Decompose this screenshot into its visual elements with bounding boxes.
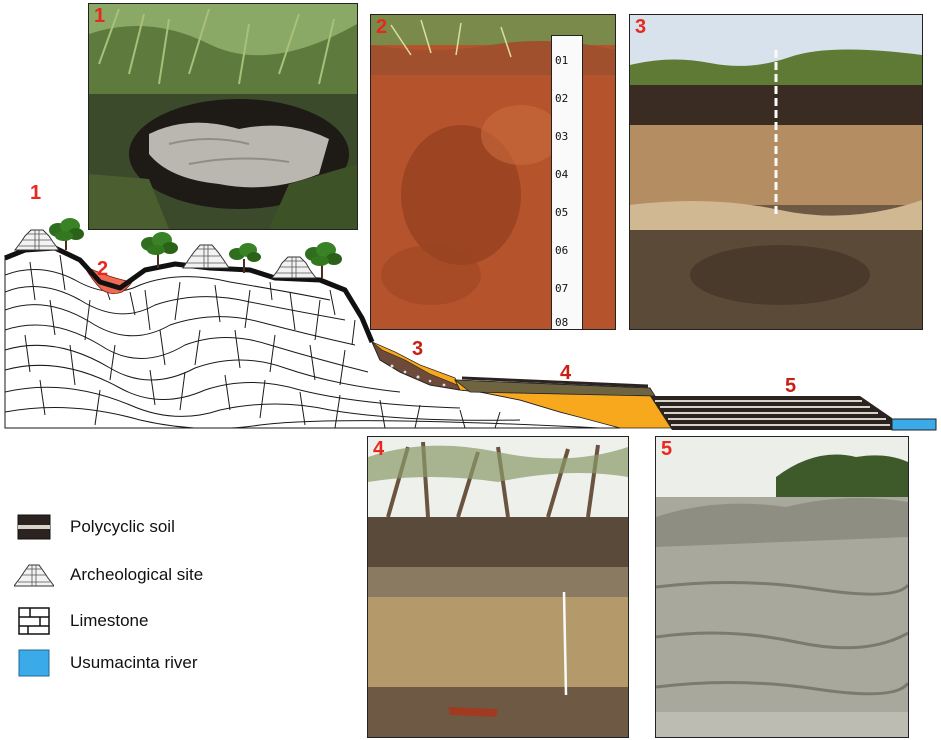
photo-number-2: 2: [376, 16, 388, 38]
diagram-label-5: 5: [785, 375, 797, 397]
legend-item-limestone: Limestone: [14, 606, 148, 636]
legend-label-archeological-site: Archeological site: [70, 565, 204, 584]
diagram-label-1: 1: [30, 182, 42, 204]
ruler-tick-08: 08: [555, 316, 569, 329]
pyramid-icon: [14, 560, 54, 590]
diagram-label-3: 3: [412, 338, 424, 360]
tree-icon: [229, 243, 261, 273]
legend-label-polycyclic-soil: Polycyclic soil: [70, 517, 175, 536]
ruler-tick-03: 03: [555, 130, 569, 143]
ruler-tick-06: 06: [555, 244, 569, 257]
tree-icon: [141, 232, 178, 268]
ruler-tick-04: 04: [555, 168, 569, 181]
polycyclic-soil-swatch: [14, 512, 54, 542]
usumacinta-river: [891, 418, 937, 431]
ruler-tick-01: 01: [555, 54, 569, 67]
photo-site-1-image: [89, 4, 357, 229]
diagram-label-4: 4: [560, 362, 572, 384]
photo-site-3: 3: [629, 14, 923, 330]
limestone-body: [4, 247, 621, 429]
photo-site-4: 4: [367, 436, 629, 738]
polycyclic-soil-layers: [650, 396, 892, 430]
ruler-tick-02: 02: [555, 92, 569, 105]
photo-site-1: 1: [88, 3, 358, 230]
pyramid-icon: [182, 244, 230, 269]
ruler-tick-05: 05: [555, 206, 569, 219]
pyramid-icon: [271, 256, 317, 279]
legend-label-limestone: Limestone: [70, 611, 149, 630]
legend-item-polycyclic-soil: Polycyclic soil: [14, 512, 175, 542]
measuring-ruler: 01 02 03 04 05 06 07 08: [551, 35, 583, 329]
limestone-swatch: [14, 606, 54, 636]
photo-number-5: 5: [661, 438, 673, 460]
alluvial-terrace: [453, 376, 673, 429]
photo-site-3-image: [630, 15, 922, 329]
surface-soil-line: [4, 245, 375, 343]
legend-label-usumacinta-river: Usumacinta river: [70, 653, 198, 672]
photo-number-3: 3: [635, 16, 647, 38]
legend-item-archeological-site: Archeological site: [14, 560, 203, 590]
tree-icon: [305, 242, 342, 278]
tree-icon: [49, 218, 84, 250]
pyramid-icon: [14, 229, 60, 251]
photo-site-4-image: [368, 437, 628, 737]
photo-number-1: 1: [94, 5, 106, 27]
diagram-label-2: 2: [97, 258, 109, 280]
photo-number-4: 4: [373, 438, 385, 460]
ruler-tick-07: 07: [555, 282, 569, 295]
river-swatch: [14, 648, 54, 678]
photo-site-5: 5: [655, 436, 909, 738]
photo-site-5-image: [656, 437, 908, 737]
photo-site-2: 01 02 03 04 05 06 07 08 2: [370, 14, 616, 330]
legend-item-usumacinta-river: Usumacinta river: [14, 648, 198, 678]
